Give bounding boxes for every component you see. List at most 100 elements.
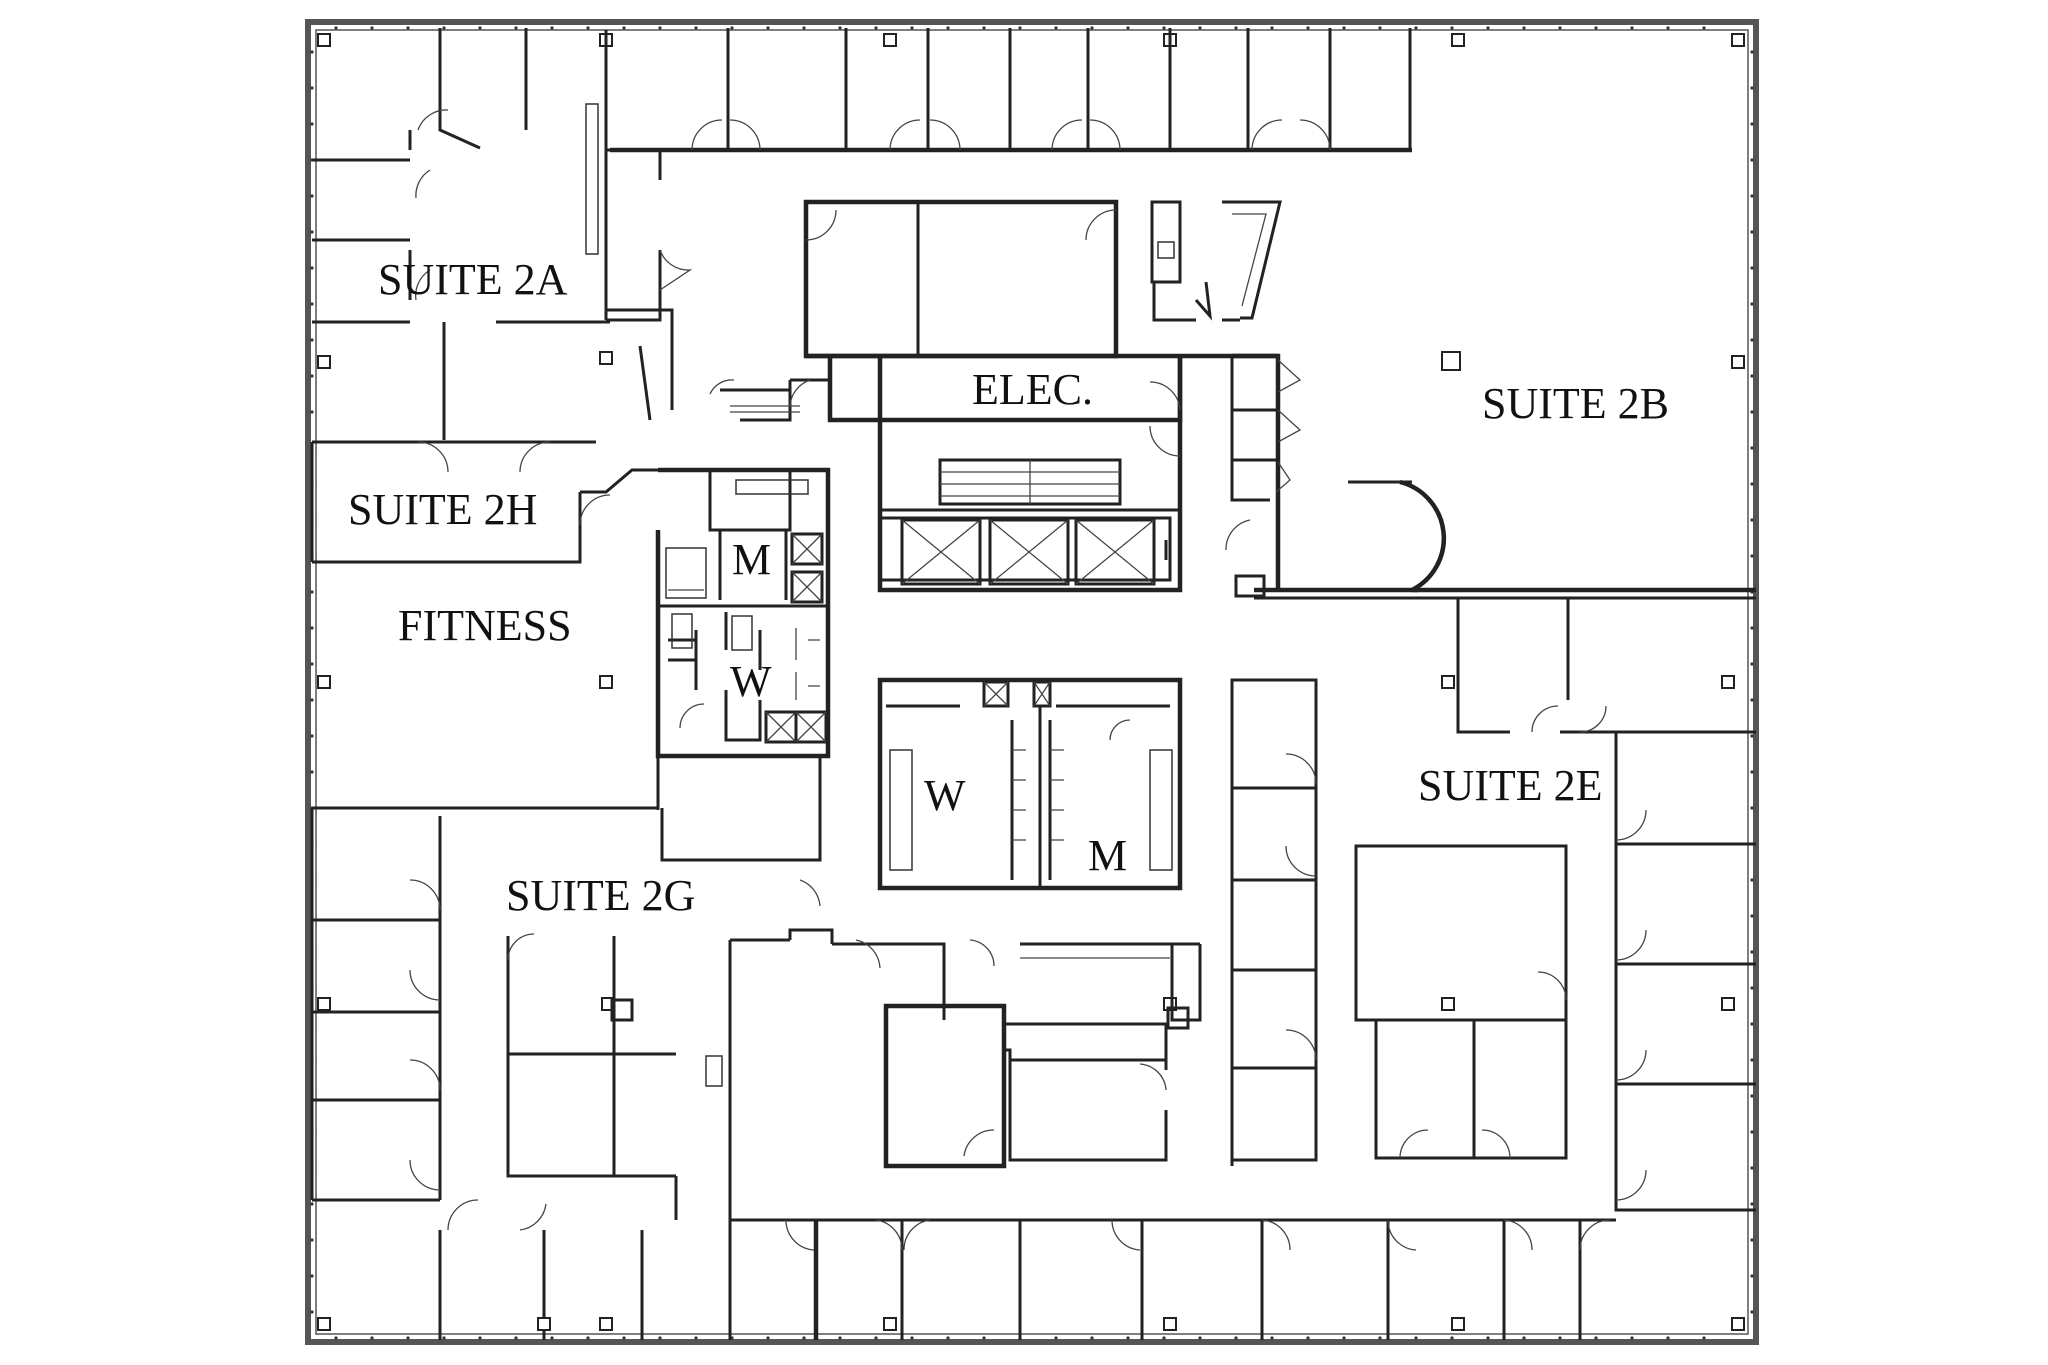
mullion-dot	[1594, 1336, 1598, 1340]
mullion-dot	[1750, 1058, 1754, 1062]
mullion-dot	[334, 1336, 338, 1340]
mullion-dot	[1666, 1336, 1670, 1340]
mullion-dot	[1750, 698, 1754, 702]
mullion-dot	[1270, 1336, 1274, 1340]
mullion-dot	[982, 1336, 986, 1340]
mullion-dot	[1750, 266, 1754, 270]
mullion-dot	[1054, 1336, 1058, 1340]
mullion-dot	[478, 26, 482, 30]
mullion-dot	[1750, 1310, 1754, 1314]
exterior-wall-inner-line	[315, 29, 1749, 1335]
mullion-dot	[406, 26, 410, 30]
mullion-dot	[310, 1274, 314, 1278]
mullion-dot	[1750, 950, 1754, 954]
mullion-dot	[766, 1336, 770, 1340]
mullion-dot	[1306, 26, 1310, 30]
mullion-dot	[658, 1336, 662, 1340]
mullion-dot	[1306, 1336, 1310, 1340]
mullion-dot	[310, 194, 314, 198]
mullion-dot	[1198, 1336, 1202, 1340]
label-suite-2e: SUITE 2E	[1418, 761, 1603, 810]
mullion-dot	[310, 338, 314, 342]
mullion-dot	[1750, 1238, 1754, 1242]
center-restrooms	[877, 677, 1183, 891]
mullion-dot	[1414, 1336, 1418, 1340]
exterior-wall	[305, 19, 1759, 1345]
mullion-dot	[1126, 1336, 1130, 1340]
south-offices-walls	[788, 680, 1234, 1169]
mullion-dot	[1750, 410, 1754, 414]
bottom-offices-walls	[438, 1199, 1616, 1340]
mullion-dot	[1054, 26, 1058, 30]
mullion-dot	[310, 1238, 314, 1242]
mullion-dot	[1522, 26, 1526, 30]
mullion-dot	[910, 26, 914, 30]
mullion-dot	[1522, 1336, 1526, 1340]
mullion-dot	[622, 1336, 626, 1340]
mullion-dot	[1090, 1336, 1094, 1340]
mullion-dot	[1342, 1336, 1346, 1340]
mullion-dot	[874, 26, 878, 30]
mullion-dot	[694, 1336, 698, 1340]
mullion-dot	[766, 26, 770, 30]
mullion-dot	[1750, 302, 1754, 306]
label-restroom-m-center: M	[1088, 831, 1127, 880]
label-suite-2g: SUITE 2G	[506, 871, 695, 920]
mullion-dot	[370, 26, 374, 30]
mullion-dot	[310, 410, 314, 414]
mullion-dot	[1750, 986, 1754, 990]
mullion-dot	[838, 1336, 842, 1340]
mullion-dot	[1486, 1336, 1490, 1340]
mullion-dot	[1090, 26, 1094, 30]
mullion-dot	[1750, 230, 1754, 234]
mullion-dot	[694, 26, 698, 30]
mullion-dot	[1750, 1166, 1754, 1170]
mullion-dot	[310, 230, 314, 234]
mullion-dot	[802, 26, 806, 30]
mullion-dot	[310, 122, 314, 126]
mullion-dot	[874, 1336, 878, 1340]
mullion-dot	[406, 1336, 410, 1340]
mullion-dot	[982, 26, 986, 30]
mullion-dot	[310, 590, 314, 594]
mullion-dot	[310, 734, 314, 738]
mullion-dot	[1162, 1336, 1166, 1340]
mullion-dot	[1486, 26, 1490, 30]
mullion-dot	[1750, 878, 1754, 882]
mullion-dot	[1750, 158, 1754, 162]
suite-2b-walls	[1225, 353, 1756, 598]
mullion-dot	[1750, 1202, 1754, 1206]
label-fitness: FITNESS	[398, 601, 572, 650]
mullion-dot	[310, 302, 314, 306]
mullion-dot	[310, 662, 314, 666]
suite-2e-walls	[1230, 596, 1756, 1212]
mullion-dot	[1702, 1336, 1706, 1340]
mullion-dot	[1126, 26, 1130, 30]
mullion-dot	[550, 26, 554, 30]
suite-2g-walls	[310, 756, 822, 1220]
mullion-dot	[1750, 770, 1754, 774]
mullion-dot	[370, 1336, 374, 1340]
mullion-dot	[1378, 26, 1382, 30]
mullion-dot	[310, 698, 314, 702]
mullion-dot	[1594, 26, 1598, 30]
mullion-dot	[1666, 26, 1670, 30]
mullion-dot	[478, 1336, 482, 1340]
mullion-dot	[946, 1336, 950, 1340]
mullion-dot	[1414, 26, 1418, 30]
label-suite-2b: SUITE 2B	[1482, 379, 1669, 428]
top-offices-walls	[610, 28, 1412, 153]
mullion-dot	[514, 26, 518, 30]
mullion-dot	[1750, 194, 1754, 198]
mullion-dot	[1198, 26, 1202, 30]
mullion-dot	[310, 1202, 314, 1206]
mullion-dot	[1558, 1336, 1562, 1340]
mullion-dot	[622, 26, 626, 30]
mullion-dot	[1234, 26, 1238, 30]
mullion-dot	[1558, 26, 1562, 30]
mullion-dot	[310, 770, 314, 774]
label-restroom-m-upper: M	[732, 535, 771, 584]
mullion-dot	[1750, 662, 1754, 666]
label-restroom-w-center: W	[924, 771, 966, 820]
